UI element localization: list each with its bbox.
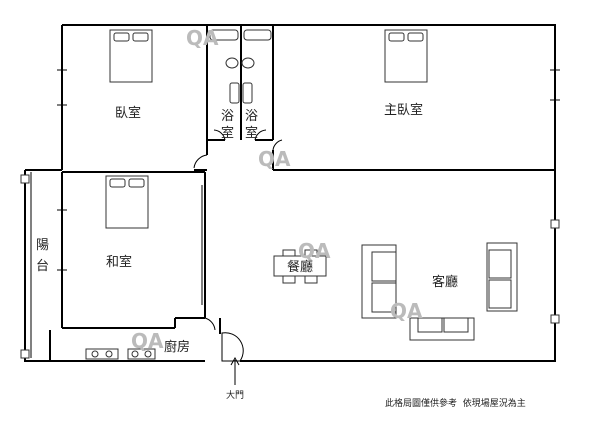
bed-bedroom (109, 29, 153, 83)
sofa-left (361, 244, 397, 319)
watermark: QA (258, 147, 291, 171)
room-label-balcony: 台 (36, 259, 49, 274)
room-label-bath2: 浴 (245, 109, 258, 124)
room-label-kitchen: 廚房 (164, 339, 190, 355)
sofa-bottom (409, 317, 475, 341)
watermark: QA (131, 329, 164, 353)
dining-table (273, 249, 327, 284)
room-label-dining: 餐廳 (287, 259, 313, 275)
window-marks (20, 69, 560, 359)
doors (193, 129, 283, 362)
room-label-living: 客廳 (432, 274, 458, 290)
entrance-arrow-icon (230, 356, 240, 385)
watermark: QA (390, 299, 423, 323)
watermark: QA (186, 26, 219, 50)
room-label-balcony: 陽 (36, 238, 49, 253)
room-label-bath2: 室 (245, 125, 258, 141)
bath-fixtures (209, 29, 272, 104)
room-label-bath1: 浴 (221, 109, 234, 124)
sofa-right (486, 242, 518, 312)
bed-tatami (105, 175, 149, 229)
room-label-bedroom: 臥室 (115, 105, 141, 121)
kitchen-stove (85, 348, 156, 360)
room-label-tatami: 和室 (106, 254, 132, 270)
entrance-label: 大門 (226, 389, 244, 401)
room-label-bath1: 室 (221, 125, 234, 141)
watermark: QA (298, 239, 331, 263)
bed-master (384, 29, 428, 83)
disclaimer: 此格局圖僅供參考 依現場屋況為主 (385, 397, 526, 409)
room-label-master-bedroom: 主臥室 (384, 102, 423, 118)
walls (24, 24, 556, 362)
